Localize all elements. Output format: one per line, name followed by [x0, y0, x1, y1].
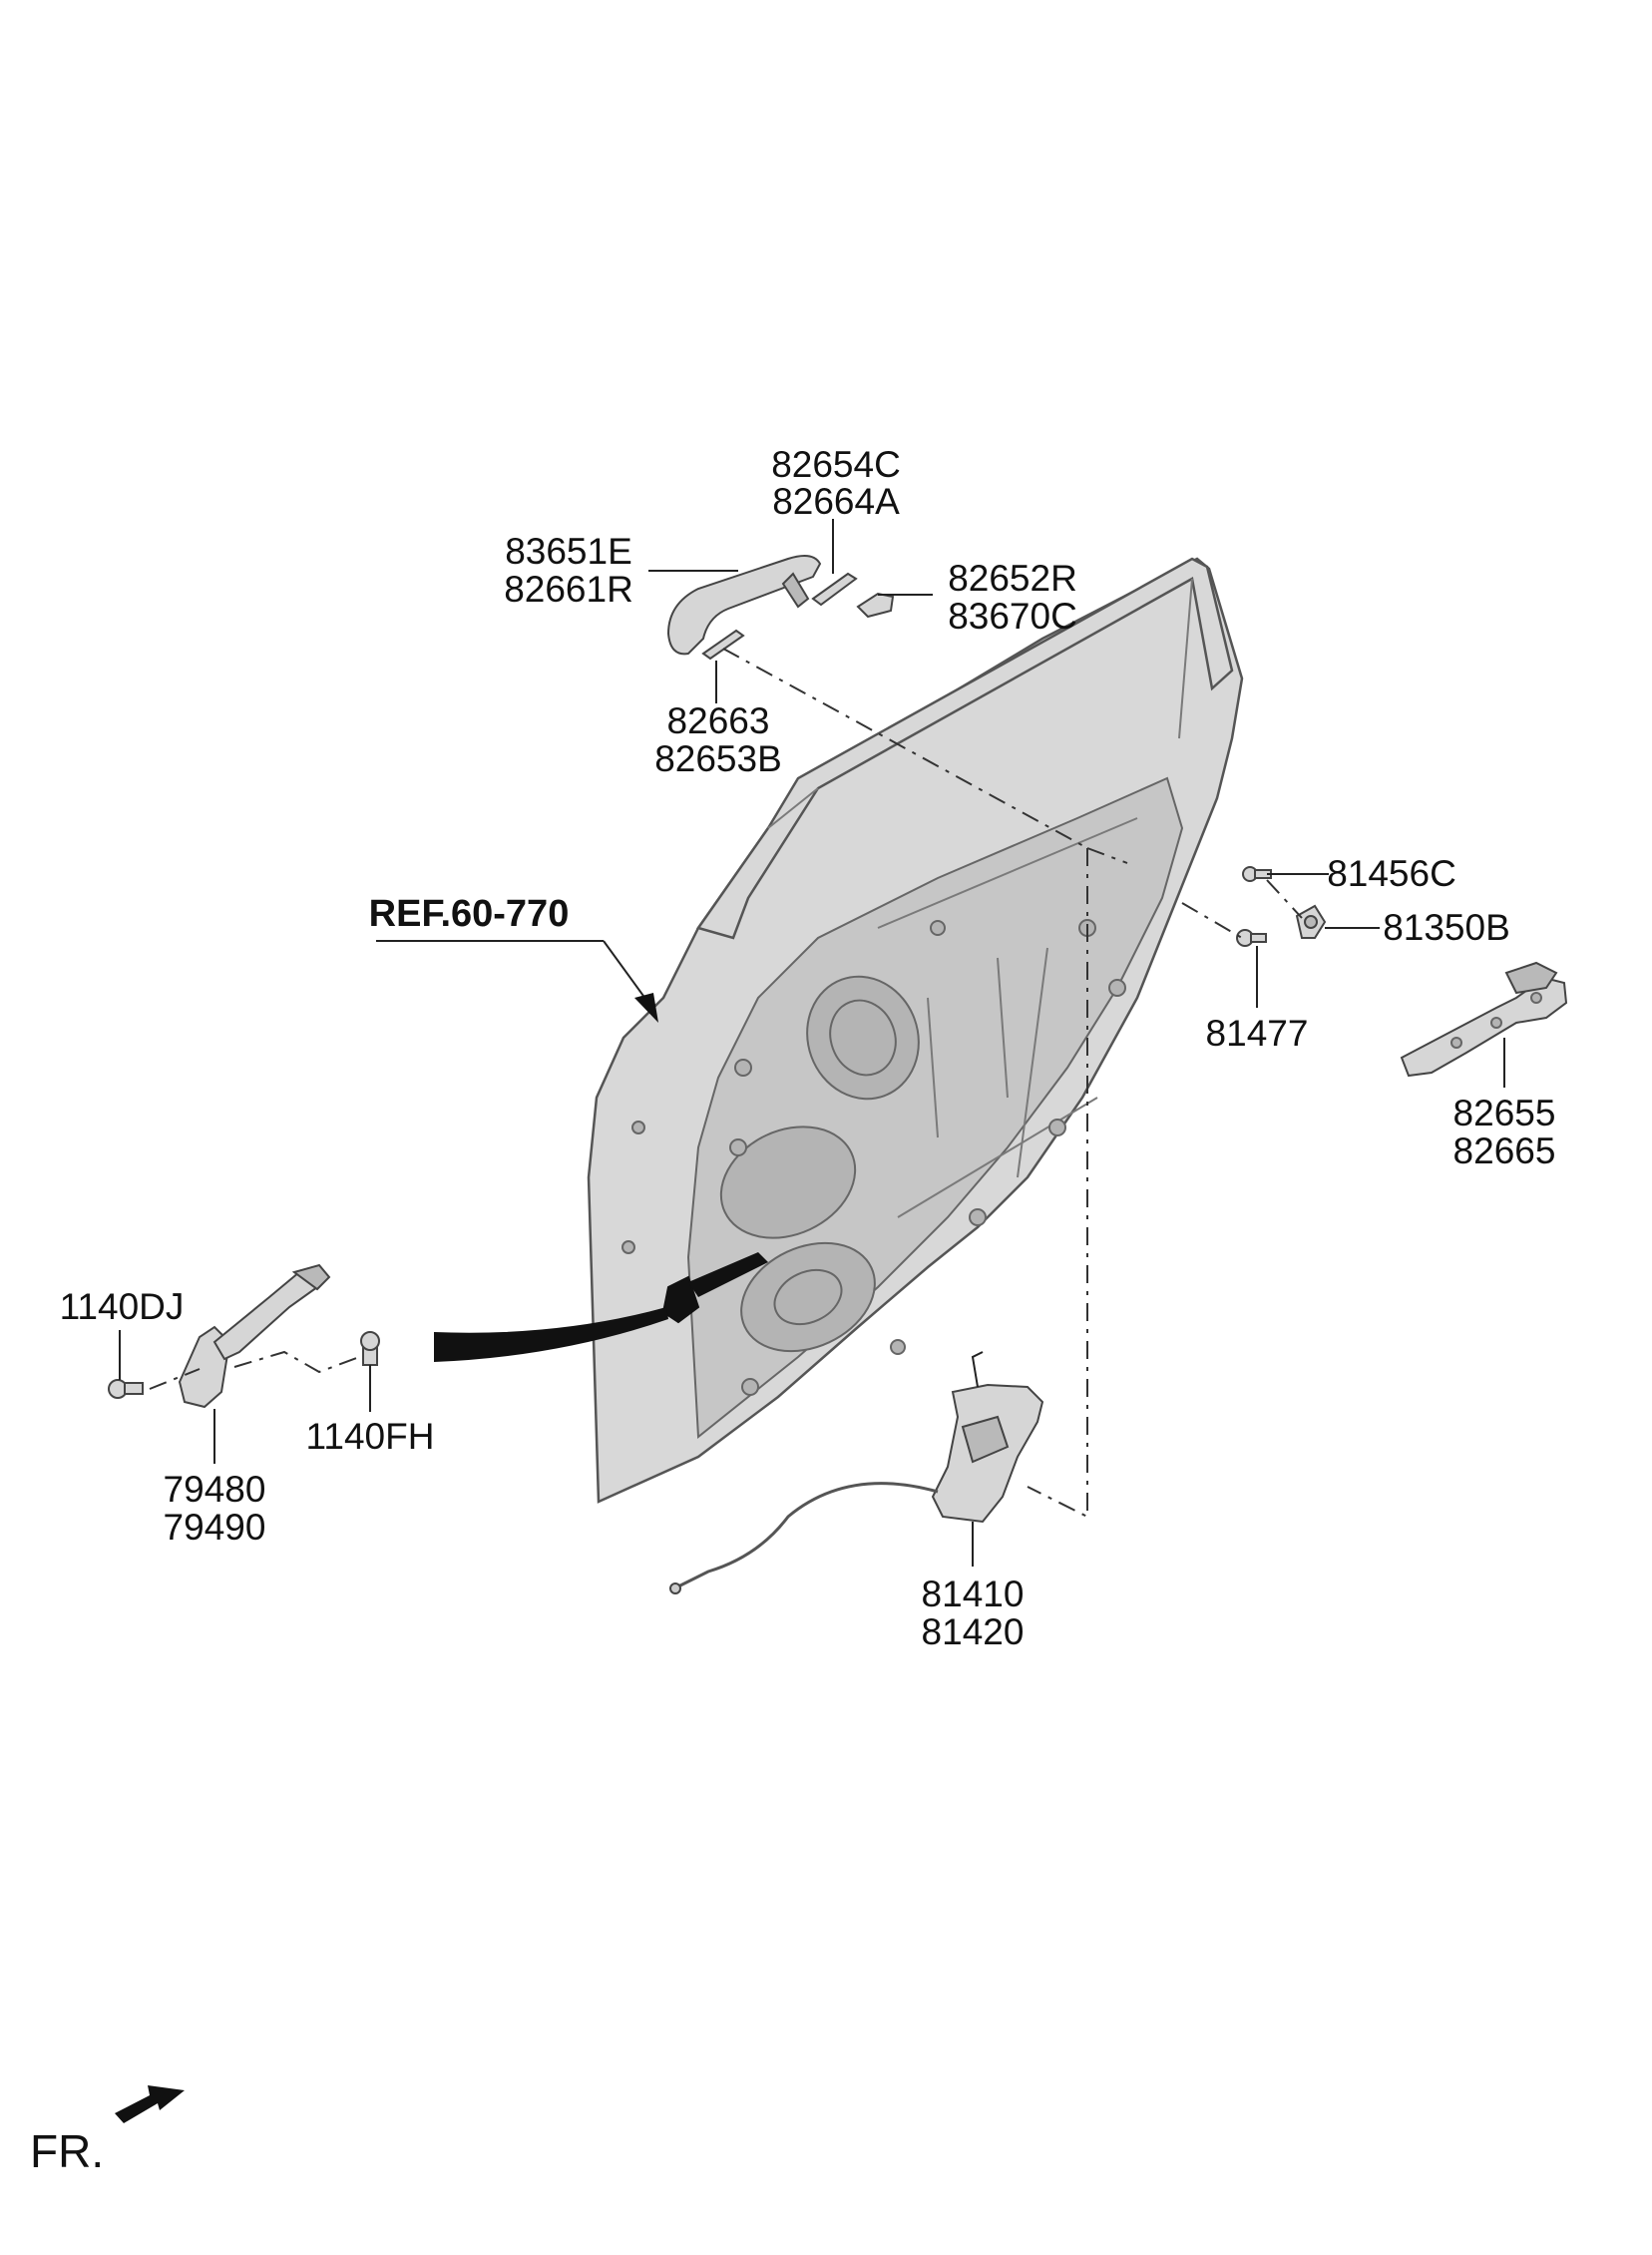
- outside-door-handle: [666, 554, 822, 656]
- label-81350B: 81350B: [1383, 907, 1510, 948]
- label-82653B: 82653B: [654, 738, 782, 779]
- door-striker: [1295, 904, 1327, 939]
- rear-door-panel: [587, 557, 1244, 1504]
- handle-gasket-front: [701, 629, 745, 661]
- door-latch: [931, 1351, 1044, 1524]
- label-81477: 81477: [1206, 1013, 1309, 1054]
- label-82664A: 82664A: [772, 481, 900, 522]
- label-82665: 82665: [1453, 1130, 1556, 1171]
- label-81456C: 81456C: [1327, 853, 1456, 894]
- door-checker: [178, 1263, 331, 1409]
- striker-bolt-81456C: [1242, 866, 1272, 882]
- door-mount-holes: [621, 919, 1126, 1396]
- bolt-1140FH: [360, 1331, 380, 1366]
- label-82655: 82655: [1453, 1093, 1556, 1133]
- label-82652R: 82652R: [948, 558, 1077, 599]
- label-front: FR.: [30, 2125, 104, 2177]
- leader-lines: [119, 519, 1505, 1567]
- label-1140DJ: 1140DJ: [60, 1286, 185, 1327]
- label-79480: 79480: [164, 1469, 266, 1510]
- label-83651E: 83651E: [505, 531, 632, 572]
- label-1140FH: 1140FH: [306, 1416, 435, 1457]
- assembly-dash-lines: [149, 648, 1303, 1519]
- bolt-1140DJ: [108, 1379, 144, 1399]
- latch-cable: [677, 1482, 939, 1588]
- label-81420: 81420: [922, 1611, 1025, 1652]
- cable-end: [669, 1582, 681, 1594]
- key-cylinder-cover: [856, 592, 895, 619]
- handle-gasket-rear: [811, 572, 858, 607]
- label-82663: 82663: [667, 700, 770, 741]
- label-82661R: 82661R: [504, 569, 633, 610]
- label-83670C: 83670C: [948, 596, 1077, 637]
- label-ref-60-770: REF.60-770: [369, 893, 570, 935]
- label-79490: 79490: [164, 1507, 266, 1548]
- detail-callout-arrow: [434, 1307, 668, 1362]
- front-direction-arrow-icon: [115, 2085, 185, 2123]
- bolt-81477: [1236, 929, 1267, 947]
- outside-handle-base: [1400, 961, 1568, 1078]
- label-82654C: 82654C: [771, 444, 901, 485]
- label-81410: 81410: [922, 1574, 1025, 1614]
